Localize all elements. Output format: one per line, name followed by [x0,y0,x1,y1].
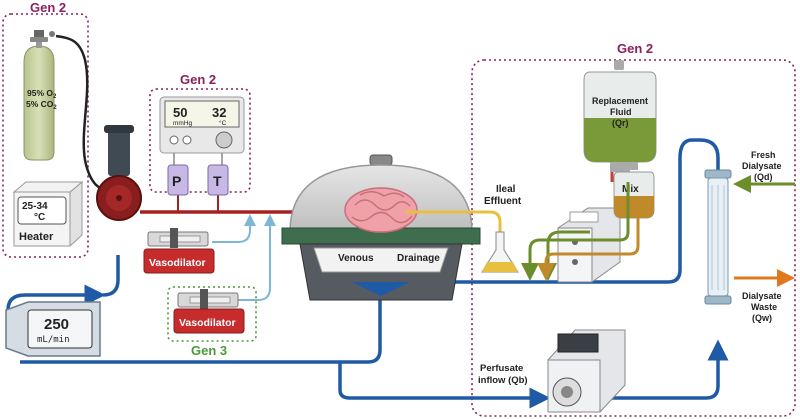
perfusate-line1: Perfusate [480,363,523,374]
cylinder-line1: 95% O2 [27,88,57,100]
gen2-label-right: Gen 2 [617,41,653,56]
heater-temp: 25-34 [22,201,48,212]
peristaltic-pump-icon [547,329,626,413]
pressure-unit: mmHg [173,120,193,127]
ileal-line1: Ileal [496,184,516,195]
gen2-label-monitor: Gen 2 [180,72,216,87]
venous-to-pump [338,362,551,409]
vasodilator-line-2 [238,214,276,301]
pressure-value: 50 [173,105,187,120]
vasodilator-line-1 [212,214,256,243]
flow-unit: mL/min [37,335,70,345]
dialyzer-icon [704,169,732,305]
heater-label: Heater [19,231,54,243]
iv-bag-icon [583,60,657,182]
p-sensor [167,164,189,196]
perfusate-line2: inflow (Qb) [478,375,528,386]
replacement-line1: Replacement [592,96,648,106]
flask-icon [481,231,519,273]
syringe-pump-icon [143,228,215,274]
mix-bag-icon [613,162,655,219]
ileal-line2: Effluent [484,196,522,207]
intestine-icon [344,187,418,233]
t-label: T [213,173,222,189]
temp-value: 32 [212,105,226,120]
gas-line [55,34,113,195]
venous-line-main [20,285,382,364]
syringe-pump-2-icon [173,289,245,334]
venous-line-up [102,255,120,297]
replacement-line3: (Qr) [612,118,629,128]
gen2-label-left: Gen 2 [30,0,66,15]
venous-label: Venous [338,253,374,264]
pump-to-dialyzer [610,339,729,400]
flow-display-icon [5,301,101,357]
t-sensor [207,164,229,196]
flow-value: 250 [44,316,69,333]
pressure-monitor-icon [159,96,245,154]
p-label: P [172,173,181,189]
dialyzer-to-organ [389,138,720,293]
waste-line1: Dialysate [742,291,782,301]
p-sensor-lead [173,153,223,165]
gen2-box-left [2,13,89,258]
fresh-line3: (Qd) [754,172,773,182]
waste-line3: (Qw) [752,313,772,323]
gas-cylinder-icon [23,30,55,161]
heater-unit: °C [34,212,45,223]
replacement-line2: Fluid [610,107,632,117]
fresh-line2: Dialysate [742,161,782,171]
gen3-label: Gen 3 [191,343,227,358]
cylinder-line2: 5% CO2 [26,99,57,111]
syringe1-label: Vasodilator [149,257,206,269]
waste-line2: Waste [751,302,777,312]
replacement-line-b [539,230,590,281]
dialysis-machine-icon [557,207,621,283]
replacement-line [521,182,630,281]
effluent-line [405,210,502,235]
gen2-box-monitor [149,88,251,193]
mix-line [537,218,640,281]
syringe2-label: Vasodilator [179,317,236,329]
temp-unit: °C [219,119,227,127]
mix-label: Mix [622,184,639,195]
heater-icon [12,180,84,247]
oxygenator-icon [96,125,142,221]
fresh-line1: Fresh [751,150,776,160]
drainage-label: Drainage [397,253,440,264]
gen3-box [167,286,257,342]
